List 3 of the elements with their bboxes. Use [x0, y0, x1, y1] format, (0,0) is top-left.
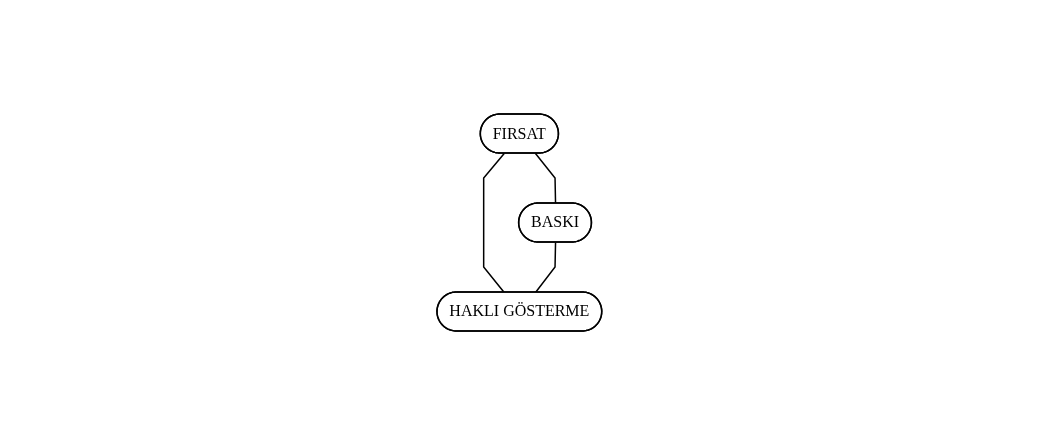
connector: [534, 241, 556, 294]
connector: [482, 152, 505, 294]
connector: [534, 152, 556, 205]
